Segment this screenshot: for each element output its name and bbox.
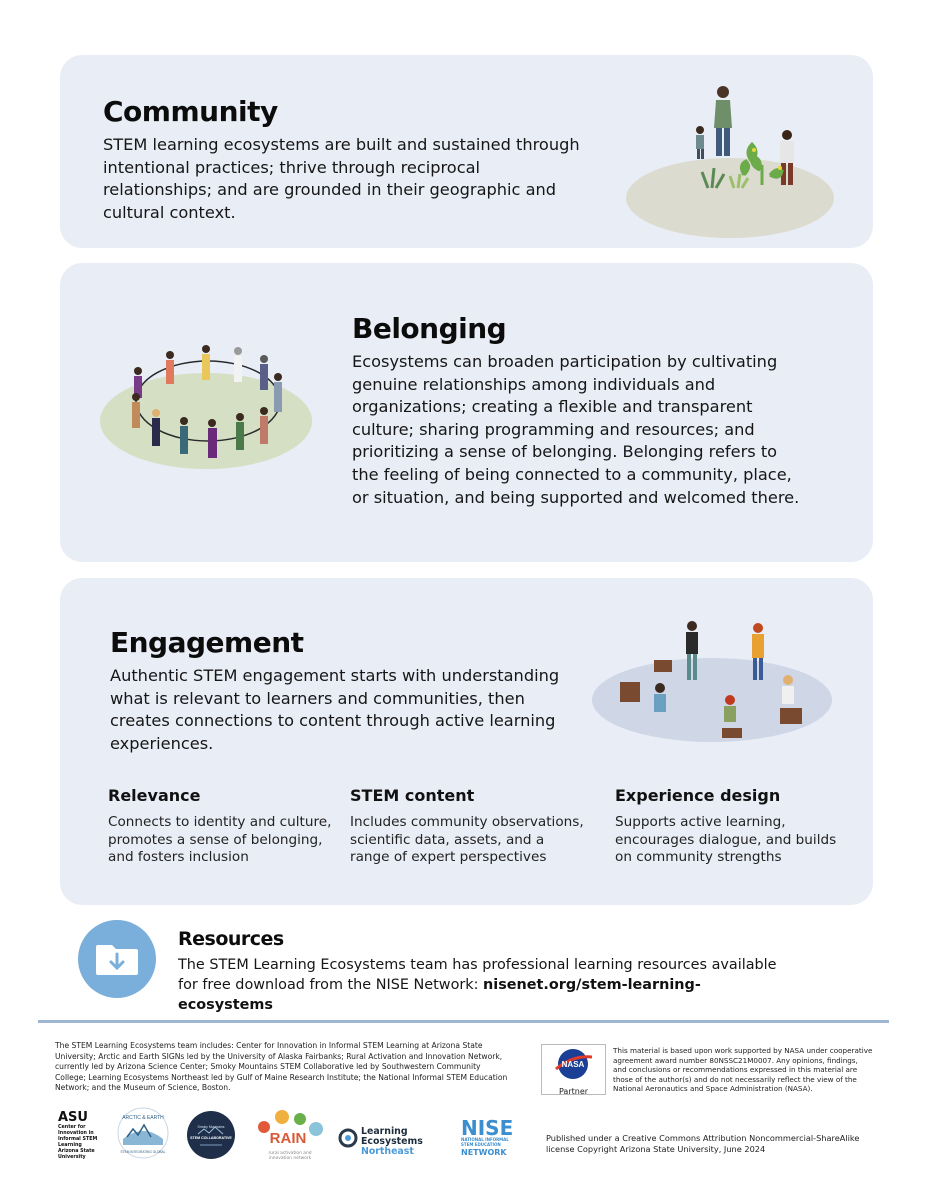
resources-title: Resources bbox=[178, 928, 284, 950]
community-text: STEM learning ecosystems are built and s… bbox=[103, 135, 580, 222]
smoky-toptext: Smoky Mountains bbox=[198, 1125, 225, 1129]
community-card: Community STEM learning ecosystems are b… bbox=[60, 55, 873, 248]
stem-content-heading: STEM content bbox=[350, 786, 475, 805]
belonging-card: Belonging Ecosystems can broaden partici… bbox=[60, 263, 873, 562]
resources-text: The STEM Learning Ecosystems team has pr… bbox=[178, 955, 778, 1015]
engagement-illustration bbox=[592, 621, 832, 742]
asu-center-name: Center for Innovation in Informal STEM L… bbox=[58, 1125, 98, 1148]
nise-subtext-1: NATIONAL INFORMAL bbox=[461, 1137, 509, 1142]
experience-design-heading: Experience design bbox=[615, 786, 781, 805]
experience-design-text: Supports active learning, encourages dia… bbox=[615, 814, 837, 865]
asu-logo: ASU Center for Innovation in Informal ST… bbox=[58, 1111, 110, 1161]
relevance-text: Connects to identity and culture, promot… bbox=[108, 814, 332, 865]
nise-network-logo: NISE NATIONAL INFORMAL STEM EDUCATION NE… bbox=[461, 1118, 517, 1157]
engagement-text: Authentic STEM engagement starts with un… bbox=[110, 666, 560, 753]
engagement-card: Engagement Authentic STEM engagement sta… bbox=[60, 578, 873, 905]
community-illustration bbox=[626, 86, 834, 238]
nasa-wordmark: NASA bbox=[562, 1060, 585, 1069]
len-subtitle: Northeast bbox=[361, 1146, 414, 1157]
resources-link[interactable]: nisenet.org/stem-learning-ecosystems bbox=[178, 977, 701, 1013]
nasa-partner-label: Partner bbox=[558, 1087, 589, 1096]
community-title: Community bbox=[103, 95, 278, 128]
asu-mark: ASU bbox=[58, 1110, 88, 1125]
smoky-wordmark: STEM COLLABORATIVE bbox=[190, 1136, 232, 1140]
relevance-heading: Relevance bbox=[108, 786, 201, 805]
rain-logo: RAIN rural activation and innovation net… bbox=[254, 1107, 326, 1165]
belonging-text: Ecosystems can broaden participation by … bbox=[352, 352, 800, 507]
rain-hands-icon: RAIN bbox=[258, 1110, 323, 1147]
arctic-earth-signs-logo: ARCTIC & EARTH STEM INTEGRATING GLOBAL bbox=[117, 1107, 169, 1159]
belonging-illustration bbox=[100, 345, 312, 469]
footer-nasa-text: This material is based upon work support… bbox=[613, 1046, 873, 1094]
footer-divider bbox=[38, 1020, 889, 1023]
arctic-subtext: STEM INTEGRATING GLOBAL bbox=[121, 1150, 166, 1154]
nise-subtext-2: STEM EDUCATION bbox=[461, 1141, 501, 1147]
resources-description: The STEM Learning Ecosystems team has pr… bbox=[178, 957, 777, 993]
nise-subtext-3: NETWORK bbox=[461, 1147, 507, 1157]
stem-content-text: Includes community observations, scienti… bbox=[350, 814, 584, 865]
len-circle-icon bbox=[338, 1128, 358, 1148]
arctic-wordmark: ARCTIC & EARTH bbox=[122, 1115, 164, 1121]
nise-wordmark: NISE bbox=[461, 1116, 514, 1140]
learning-ecosystems-northeast-logo: Learning Ecosystems Northeast bbox=[338, 1127, 453, 1157]
rain-wordmark: RAIN bbox=[270, 1130, 307, 1147]
engagement-title: Engagement bbox=[110, 626, 304, 659]
belonging-title: Belonging bbox=[352, 312, 507, 345]
rain-subtext: rural activation and innovation network bbox=[268, 1151, 312, 1162]
nasa-partner-logo: NASA Partner bbox=[541, 1044, 606, 1096]
nasa-meatball-icon: NASA bbox=[555, 1049, 593, 1079]
folder-download-icon bbox=[78, 920, 156, 998]
footer-license-text: Published under a Creative Commons Attri… bbox=[546, 1133, 860, 1154]
asu-university-name: Arizona State University bbox=[58, 1149, 95, 1160]
smoky-mountains-logo: Smoky Mountains STEM COLLABORATIVE bbox=[187, 1111, 235, 1159]
len-title: Learning Ecosystems bbox=[361, 1126, 423, 1147]
footer-team-text: The STEM Learning Ecosystems team includ… bbox=[55, 1041, 508, 1093]
